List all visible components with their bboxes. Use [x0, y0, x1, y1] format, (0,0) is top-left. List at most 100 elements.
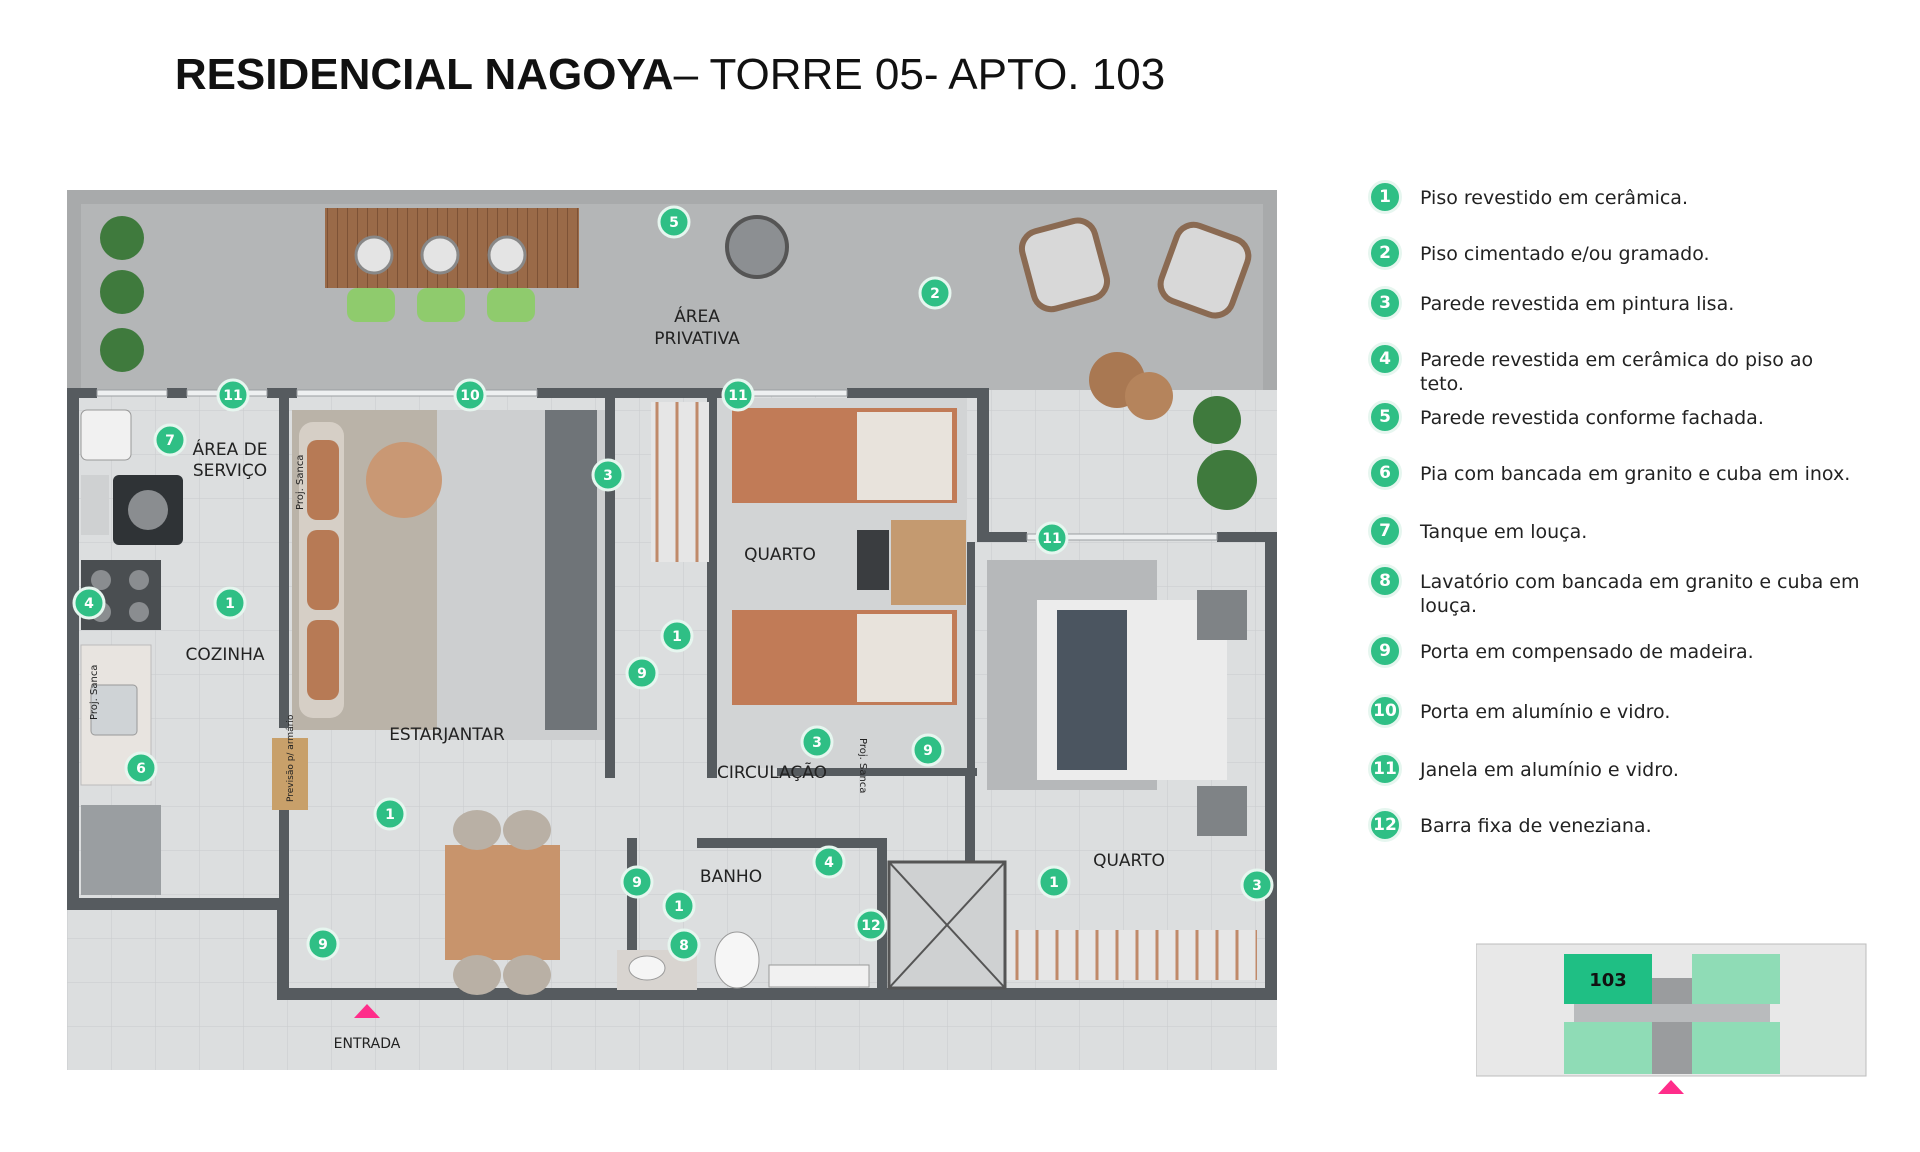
- svg-text:11: 11: [728, 388, 747, 404]
- legend-badge: 10: [1368, 694, 1402, 728]
- marker-11-c: 11: [1035, 521, 1069, 555]
- entrance-arrow: [354, 1004, 380, 1018]
- marker-9-a: 9: [625, 656, 659, 690]
- key-unit-label: 103: [1589, 970, 1627, 991]
- marker-12: 12: [854, 908, 888, 942]
- marker-1-e: 1: [1037, 865, 1071, 899]
- legend-badge: 9: [1368, 634, 1402, 668]
- bedroom-one-furniture: [651, 398, 967, 768]
- room-label-circulacao: CIRCULAÇÃO: [717, 761, 827, 783]
- svg-text:1: 1: [1049, 875, 1059, 891]
- svg-text:3: 3: [1252, 878, 1262, 894]
- svg-text:10: 10: [460, 388, 480, 404]
- bedroom-two-furniture: [987, 560, 1257, 980]
- floor-plan: ÁREA PRIVATIVA ÁREA DE SERVIÇO COZINHA E…: [67, 190, 1277, 1070]
- legend-text: Piso cimentado e/ou gramado.: [1420, 243, 1710, 265]
- marker-1-c: 1: [373, 797, 407, 831]
- marker-2: 2: [918, 276, 952, 310]
- legend-badge: 8: [1368, 564, 1402, 598]
- svg-text:3: 3: [812, 735, 822, 751]
- legend-item: 6 Pia com bancada em granito e cuba em in…: [1368, 456, 1888, 520]
- legend-badge: 1: [1368, 180, 1402, 214]
- marker-10: 10: [453, 378, 487, 412]
- room-label-banho: BANHO: [700, 867, 762, 887]
- note-proj-sanca-1: Proj. Sanca: [295, 455, 306, 510]
- legend-item: 11 Janela em alumínio e vidro.: [1368, 752, 1888, 814]
- svg-text:9: 9: [632, 875, 642, 891]
- room-label-area-servico-2: SERVIÇO: [193, 461, 267, 481]
- legend-text: Janela em alumínio e vidro.: [1420, 759, 1679, 781]
- legend-item: 7 Tanque em louça.: [1368, 514, 1888, 570]
- marker-8: 8: [667, 928, 701, 962]
- legend-text: Piso revestido em cerâmica.: [1420, 187, 1688, 209]
- legend-badge: 5: [1368, 400, 1402, 434]
- marker-9-b: 9: [911, 733, 945, 767]
- legend-item: 10 Porta em alumínio e vidro.: [1368, 694, 1888, 758]
- legend-badge: 3: [1368, 286, 1402, 320]
- marker-4-a: 4: [72, 586, 106, 620]
- lounge-chairs: [1018, 217, 1252, 420]
- key-entrance-arrow: [1658, 1080, 1684, 1094]
- outdoor-table: [325, 208, 579, 322]
- title-bold: RESIDENCIAL NAGOYA: [174, 50, 674, 99]
- room-label-quarto-2: QUARTO: [1093, 851, 1165, 871]
- room-label-area-privativa-2: PRIVATIVA: [654, 329, 740, 349]
- svg-text:6: 6: [136, 761, 146, 777]
- marker-1-b: 1: [660, 619, 694, 653]
- legend-badge: 6: [1368, 456, 1402, 490]
- svg-text:5: 5: [669, 215, 679, 231]
- grill: [725, 215, 789, 279]
- room-label-quarto-1: QUARTO: [744, 545, 816, 565]
- legend-item: 5 Parede revestida conforme fachada.: [1368, 400, 1888, 462]
- svg-text:4: 4: [824, 855, 834, 871]
- room-label-area-servico: ÁREA DE: [192, 438, 267, 460]
- svg-text:2: 2: [930, 286, 940, 302]
- legend-text: Porta em alumínio e vidro.: [1420, 701, 1671, 723]
- marker-1-d: 1: [662, 889, 696, 923]
- legend-text: Porta em compensado de madeira.: [1420, 641, 1754, 663]
- marker-1-a: 1: [213, 586, 247, 620]
- legend-item: 3 Parede revestida em pintura lisa.: [1368, 286, 1888, 348]
- marker-9-d: 9: [306, 927, 340, 961]
- legend-item: 9 Porta em compensado de madeira.: [1368, 634, 1888, 700]
- room-label-estarjantar: ESTARJANTAR: [389, 725, 505, 745]
- marker-7: 7: [153, 423, 187, 457]
- plants: [100, 216, 1257, 510]
- marker-9-c: 9: [620, 865, 654, 899]
- room-label-cozinha: COZINHA: [185, 645, 264, 665]
- legend: 1 Piso revestido em cerâmica. 2 Piso cimen…: [1368, 180, 1888, 864]
- entrance-label: ENTRADA: [334, 1036, 401, 1052]
- living-furniture: [272, 410, 605, 810]
- legend-badge: 4: [1368, 342, 1402, 376]
- svg-text:4: 4: [84, 596, 94, 612]
- svg-text:9: 9: [923, 743, 933, 759]
- note-previsao-armario: Previsão p/ armário: [286, 714, 296, 802]
- marker-4-b: 4: [812, 845, 846, 879]
- svg-text:1: 1: [672, 629, 682, 645]
- legend-text: Parede revestida em cerâmica do piso ao …: [1420, 349, 1814, 395]
- legend-item: 4 Parede revestida em cerâmica do piso ao…: [1368, 342, 1888, 406]
- marker-3-a: 3: [591, 458, 625, 492]
- plan-markers: 5 2 11 10 11 11 7 3 4 1 1 9 6 3 9 1 4 9 …: [72, 205, 1274, 962]
- page-title: RESIDENCIAL NAGOYA– TORRE 05- APTO. 103: [0, 50, 1340, 100]
- svg-text:11: 11: [1042, 531, 1061, 547]
- legend-item: 2 Piso cimentado e/ou gramado.: [1368, 236, 1888, 292]
- svg-text:1: 1: [385, 807, 395, 823]
- svg-text:3: 3: [603, 468, 613, 484]
- legend-badge: 2: [1368, 236, 1402, 270]
- key-plan: 103: [1476, 943, 1867, 1094]
- svg-text:11: 11: [223, 388, 242, 404]
- legend-text: Pia com bancada em granito e cuba em ino…: [1420, 463, 1851, 485]
- note-proj-sanca-3: Proj. Sanca: [857, 738, 868, 793]
- walls: [67, 388, 1277, 1000]
- legend-badge: 11: [1368, 752, 1402, 786]
- marker-6: 6: [124, 751, 158, 785]
- legend-text: Parede revestida conforme fachada.: [1420, 407, 1764, 429]
- legend-text: Tanque em louça.: [1420, 521, 1588, 543]
- dining-set: [445, 810, 560, 995]
- svg-text:9: 9: [637, 666, 647, 682]
- svg-text:7: 7: [165, 433, 175, 449]
- legend-text: Parede revestida em pintura lisa.: [1420, 293, 1735, 315]
- legend-badge: 7: [1368, 514, 1402, 548]
